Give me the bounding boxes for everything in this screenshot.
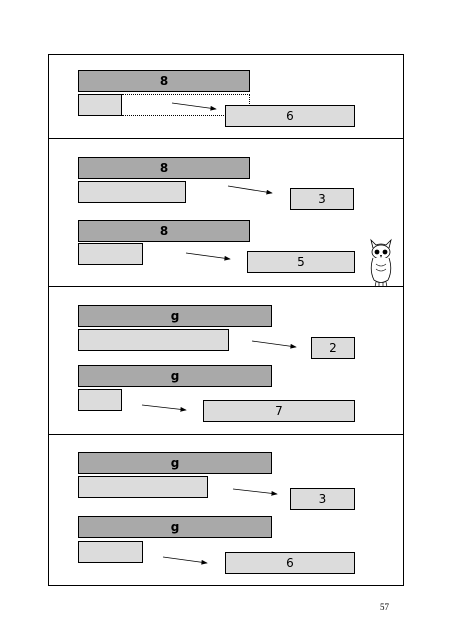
whole-bar: 8 [78, 220, 250, 242]
answer-box: 2 [311, 337, 355, 359]
answer-box: 3 [290, 188, 354, 210]
answer-box: 3 [290, 488, 355, 510]
whole-bar: g [78, 365, 272, 387]
known-part-bar [78, 329, 229, 351]
panel-divider [48, 434, 404, 435]
worksheet-frame [48, 54, 404, 586]
panel-divider [48, 286, 404, 287]
page-number: 57 [380, 602, 389, 612]
known-part-bar [78, 541, 143, 563]
whole-bar: g [78, 516, 272, 538]
known-part-bar [78, 389, 122, 411]
known-part-bar [78, 243, 143, 265]
answer-box: 6 [225, 552, 355, 574]
whole-bar: g [78, 305, 272, 327]
known-part-bar [78, 94, 122, 116]
owl-icon [370, 238, 392, 288]
known-part-bar [78, 181, 186, 203]
answer-box: 6 [225, 105, 355, 127]
whole-bar: 8 [78, 70, 250, 92]
answer-box: 7 [203, 400, 355, 422]
whole-bar: g [78, 452, 272, 474]
known-part-bar [78, 476, 208, 498]
panel-divider [48, 138, 404, 139]
answer-box: 5 [247, 251, 355, 273]
whole-bar: 8 [78, 157, 250, 179]
